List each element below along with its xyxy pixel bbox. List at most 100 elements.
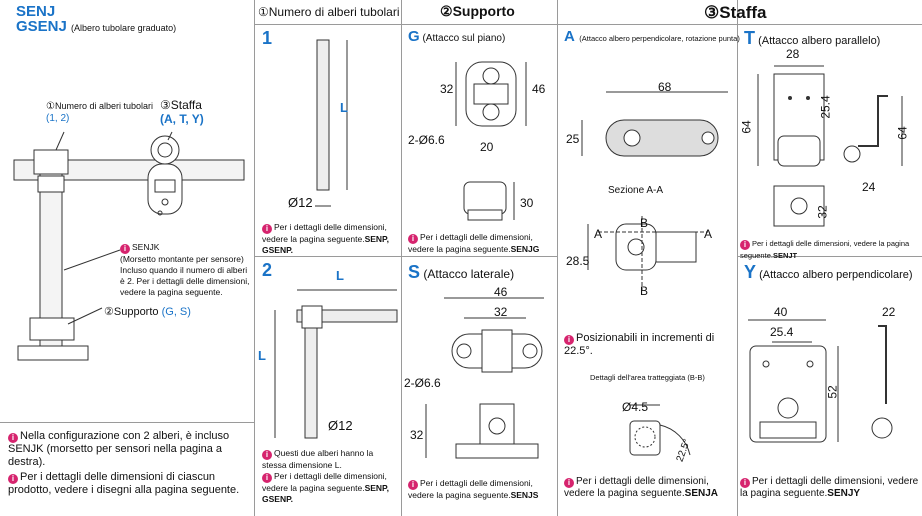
dim-label: 40 — [774, 305, 788, 319]
clamp-title: A (Attacco albero perpendicolare, rotazi… — [564, 28, 740, 45]
support-callout: ②Supporto (G, S) — [104, 305, 191, 318]
callout-options: (G, S) — [161, 306, 191, 318]
senjk-note: (Morsetto montante per sensore) Incluso … — [120, 254, 250, 297]
clamp-y-drawing — [748, 319, 893, 443]
circle-number: ① — [46, 101, 55, 112]
dim-label: 64 — [895, 126, 910, 140]
circle-number: ③ — [160, 98, 171, 112]
dim-label: Ø4.5 — [622, 400, 649, 414]
header-support: ②Supporto — [440, 3, 515, 19]
dim-label: 25.4 — [770, 325, 794, 339]
shaft-code: 1 — [262, 28, 273, 48]
circle-number: ② — [104, 306, 114, 318]
dim-label: 46 — [494, 285, 508, 299]
dim-label: Ø12 — [328, 418, 353, 433]
dim-label: 32 — [410, 428, 424, 442]
header-shafts: ①Numero di alberi tubolari — [258, 5, 400, 19]
shafts-callout: ①Numero di alberi tubolari (1, 2) — [46, 100, 153, 125]
dim-label: Ø12 — [288, 195, 313, 210]
divider — [254, 0, 255, 516]
note-icon: i — [408, 480, 418, 490]
header-clamp: ③Staffa — [704, 3, 767, 22]
shaft-1-drawing — [315, 39, 348, 207]
callout-label: Supporto — [113, 306, 159, 318]
dim-label: 25.4 — [818, 95, 833, 119]
shaft-2-drawing — [274, 289, 398, 439]
shaft-code: 2 — [262, 260, 273, 280]
dim-label: 32 — [494, 305, 508, 319]
dim-label: 32 — [440, 82, 454, 96]
dim-label: 22 — [882, 305, 896, 319]
dim-label: 68 — [658, 80, 672, 94]
dim-label: L — [336, 268, 344, 283]
note-icon: i — [564, 335, 574, 345]
support-g-drawing — [455, 61, 527, 221]
model-code: SENJ — [16, 3, 56, 20]
clamp-t-drawing — [757, 65, 903, 227]
divider — [401, 0, 402, 516]
note-icon: i — [8, 433, 18, 443]
support-title: G (Attacco sul piano) — [408, 28, 506, 45]
model-note: (Albero tubolare graduato) — [71, 23, 177, 33]
callout-options: (A, T, Y) — [160, 112, 204, 126]
senjk-code: SENJK — [132, 242, 160, 252]
section-mark: B — [640, 284, 649, 298]
model-code: GSENJ — [16, 18, 67, 35]
divider — [737, 256, 922, 257]
dim-label: L — [340, 100, 348, 115]
divider — [254, 24, 922, 25]
note-icon: i — [262, 473, 272, 483]
dim-label: 52 — [825, 385, 840, 399]
support-s-drawing — [425, 297, 544, 459]
section-mark: A — [704, 227, 713, 241]
assembly-drawing — [13, 131, 245, 361]
note-icon: i — [120, 244, 130, 254]
dim-label: 24 — [862, 180, 876, 194]
note-icon: i — [740, 478, 750, 488]
clamp-callout: ③Staffa (A, T, Y) — [160, 98, 204, 126]
note-icon: i — [8, 474, 18, 484]
dim-label: L — [258, 348, 266, 363]
dim-label: 64 — [739, 120, 754, 134]
dim-label: 46 — [532, 82, 546, 96]
clamp-title: T (Attacco albero parallelo) — [744, 28, 881, 48]
divider — [0, 422, 254, 423]
section-mark: A — [594, 227, 603, 241]
divider — [557, 0, 558, 516]
dim-label: 28.5 — [566, 254, 590, 268]
section-mark: B — [640, 216, 649, 230]
callout-options: (1, 2) — [46, 113, 70, 124]
model-title: SENJ GSENJ (Albero tubolare graduato) — [16, 4, 176, 36]
clamp-a-drawing — [581, 91, 728, 290]
divider — [254, 256, 557, 257]
detail-drawing — [629, 404, 691, 456]
callout-label: Staffa — [170, 98, 202, 112]
dim-label: 28 — [786, 47, 800, 61]
note-icon: i — [740, 240, 750, 250]
section-label: Sezione A-A — [608, 185, 664, 196]
dim-label: 25 — [566, 132, 580, 146]
callout-label: Numero di alberi tubolari — [54, 101, 154, 111]
divider — [737, 0, 738, 516]
note-icon: i — [262, 450, 272, 460]
note-icon: i — [564, 478, 574, 488]
dim-label: 2-Ø6.6 — [408, 133, 445, 147]
note-icon: i — [262, 224, 272, 234]
dim-label: 30 — [520, 196, 534, 210]
detail-label: Dettagli dell'area tratteggiata (B-B) — [590, 373, 705, 382]
note-icon: i — [408, 234, 418, 244]
dim-label: 32 — [815, 205, 830, 219]
clamp-title: Y (Attacco albero perpendicolare) — [744, 262, 913, 282]
support-title: S (Attacco laterale) — [408, 262, 515, 282]
